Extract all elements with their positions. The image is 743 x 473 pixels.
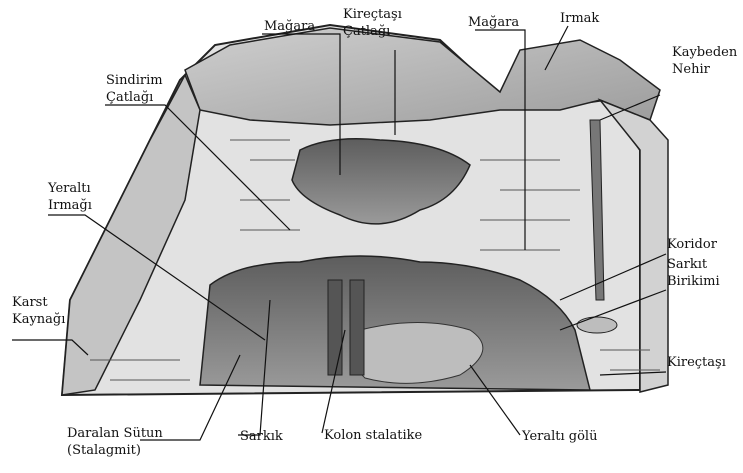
pool	[577, 317, 617, 333]
label-kaybeden-nehir: Kaybeden Nehir	[672, 44, 737, 78]
label-yeralti-golu: Yeraltı gölü	[522, 428, 597, 445]
label-magara-right: Mağara	[468, 14, 519, 31]
label-kirectasi-catlagi: Kireçtaşı Çatlağı	[343, 6, 402, 40]
label-sarkik: Sarkık	[240, 428, 283, 445]
label-kolon-stalatike: Kolon stalatike	[324, 427, 422, 444]
label-karst-kaynagi: Karst Kaynağı	[12, 294, 65, 328]
label-irmak: Irmak	[560, 10, 599, 27]
label-yeralti-irmagi: Yeraltı Irmağı	[48, 180, 92, 214]
column-1	[328, 280, 342, 375]
label-magara-top: Mağara	[264, 18, 315, 35]
label-daralan-sutun: Daralan Sütun (Stalagmit)	[67, 425, 163, 459]
column-2	[350, 280, 364, 375]
label-koridor: Koridor	[667, 236, 717, 253]
label-sindirim-catlagi: Sindirim Çatlağı	[106, 72, 163, 106]
label-sarkit-birikimi: Sarkıt Birikimi	[667, 256, 720, 290]
label-kirectasi: Kireçtaşı	[667, 354, 726, 371]
